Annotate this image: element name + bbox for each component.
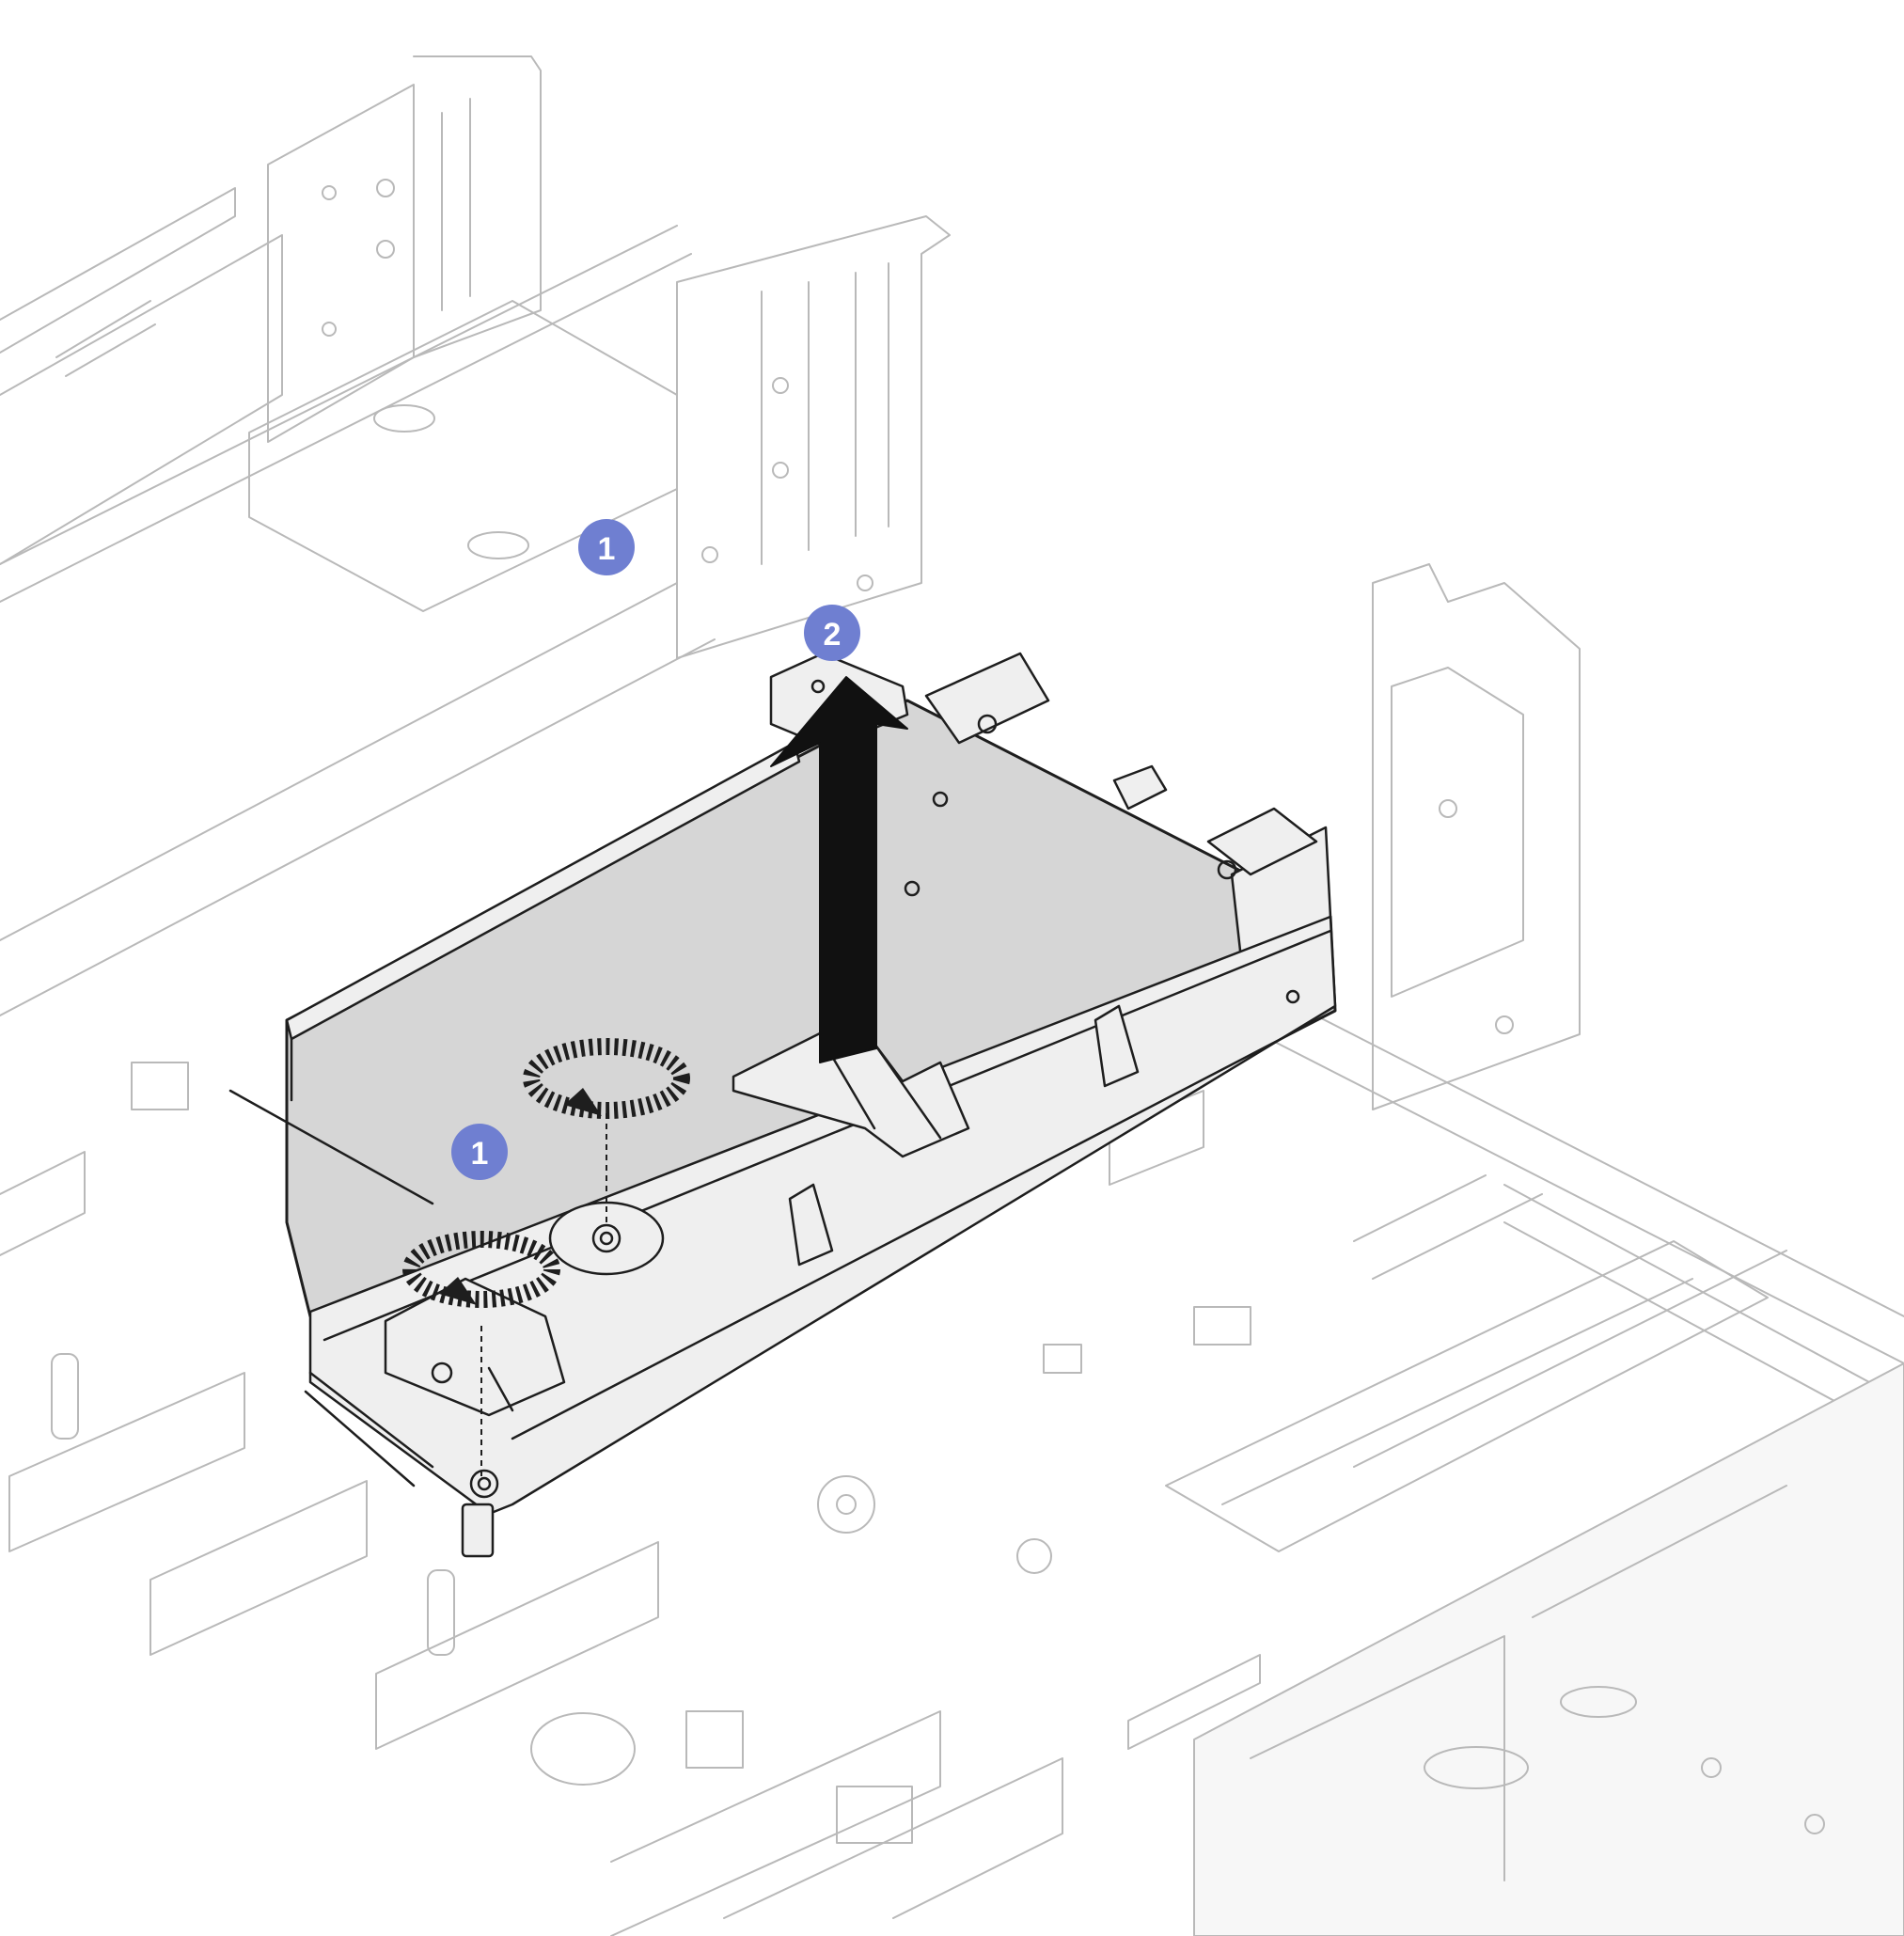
rotate-counterclockwise-icon xyxy=(523,1038,690,1119)
chassis-rails xyxy=(0,582,1904,1440)
callout-label: 1 xyxy=(471,1136,489,1172)
m2-backplane-tray xyxy=(228,652,1337,1558)
callout-step-1a: 1 xyxy=(578,519,635,575)
riser-cage-right xyxy=(1372,563,1581,1110)
callout-label: 1 xyxy=(598,531,616,567)
callout-label: 2 xyxy=(824,617,842,653)
standoff xyxy=(461,1503,495,1558)
front-latch xyxy=(384,1277,566,1417)
callout-step-1b: 1 xyxy=(451,1124,508,1180)
lift-up-arrow-icon xyxy=(770,676,908,1063)
fan-area xyxy=(1165,1240,1787,1552)
guide-lines xyxy=(480,1110,607,1476)
front-bay xyxy=(1193,1362,1904,1936)
callout-step-2: 2 xyxy=(804,605,860,661)
tray-clip xyxy=(788,1183,834,1267)
tray-clip xyxy=(1094,1004,1140,1088)
screw-center xyxy=(548,1201,665,1276)
riser-cage-middle xyxy=(676,215,951,659)
rotate-counterclockwise-icon xyxy=(402,1231,560,1308)
pcie-connectors xyxy=(0,1151,1261,1936)
chassis-background xyxy=(0,55,1904,1936)
tray-left-wall xyxy=(285,741,801,1041)
screw-front xyxy=(469,1469,499,1499)
